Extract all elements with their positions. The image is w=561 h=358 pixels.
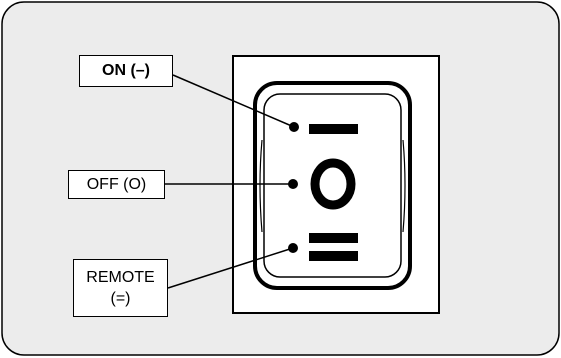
single-bar-icon	[309, 124, 358, 134]
leader-line-remote	[167, 247, 294, 289]
remote-label-line1: REMOTE	[86, 269, 155, 286]
rocker-inner-face	[263, 93, 402, 278]
leader-dot-off	[288, 179, 298, 189]
rocker-right-edge-shade	[402, 139, 406, 233]
rocker-left-edge-shade	[259, 139, 263, 233]
off-label: OFF (O)	[68, 170, 165, 199]
leader-line-on	[172, 74, 295, 128]
remote-label-line2: (=)	[110, 290, 131, 307]
leader-dot-remote	[288, 243, 298, 253]
double-bar-icon	[309, 233, 358, 261]
circle-o-icon	[310, 158, 356, 210]
on-label-text: ON (–)	[102, 62, 150, 79]
remote-label: REMOTE (=)	[73, 259, 168, 317]
leader-dot-on	[289, 122, 299, 132]
off-label-text: OFF (O)	[86, 175, 147, 193]
on-label: ON (–)	[79, 55, 173, 87]
